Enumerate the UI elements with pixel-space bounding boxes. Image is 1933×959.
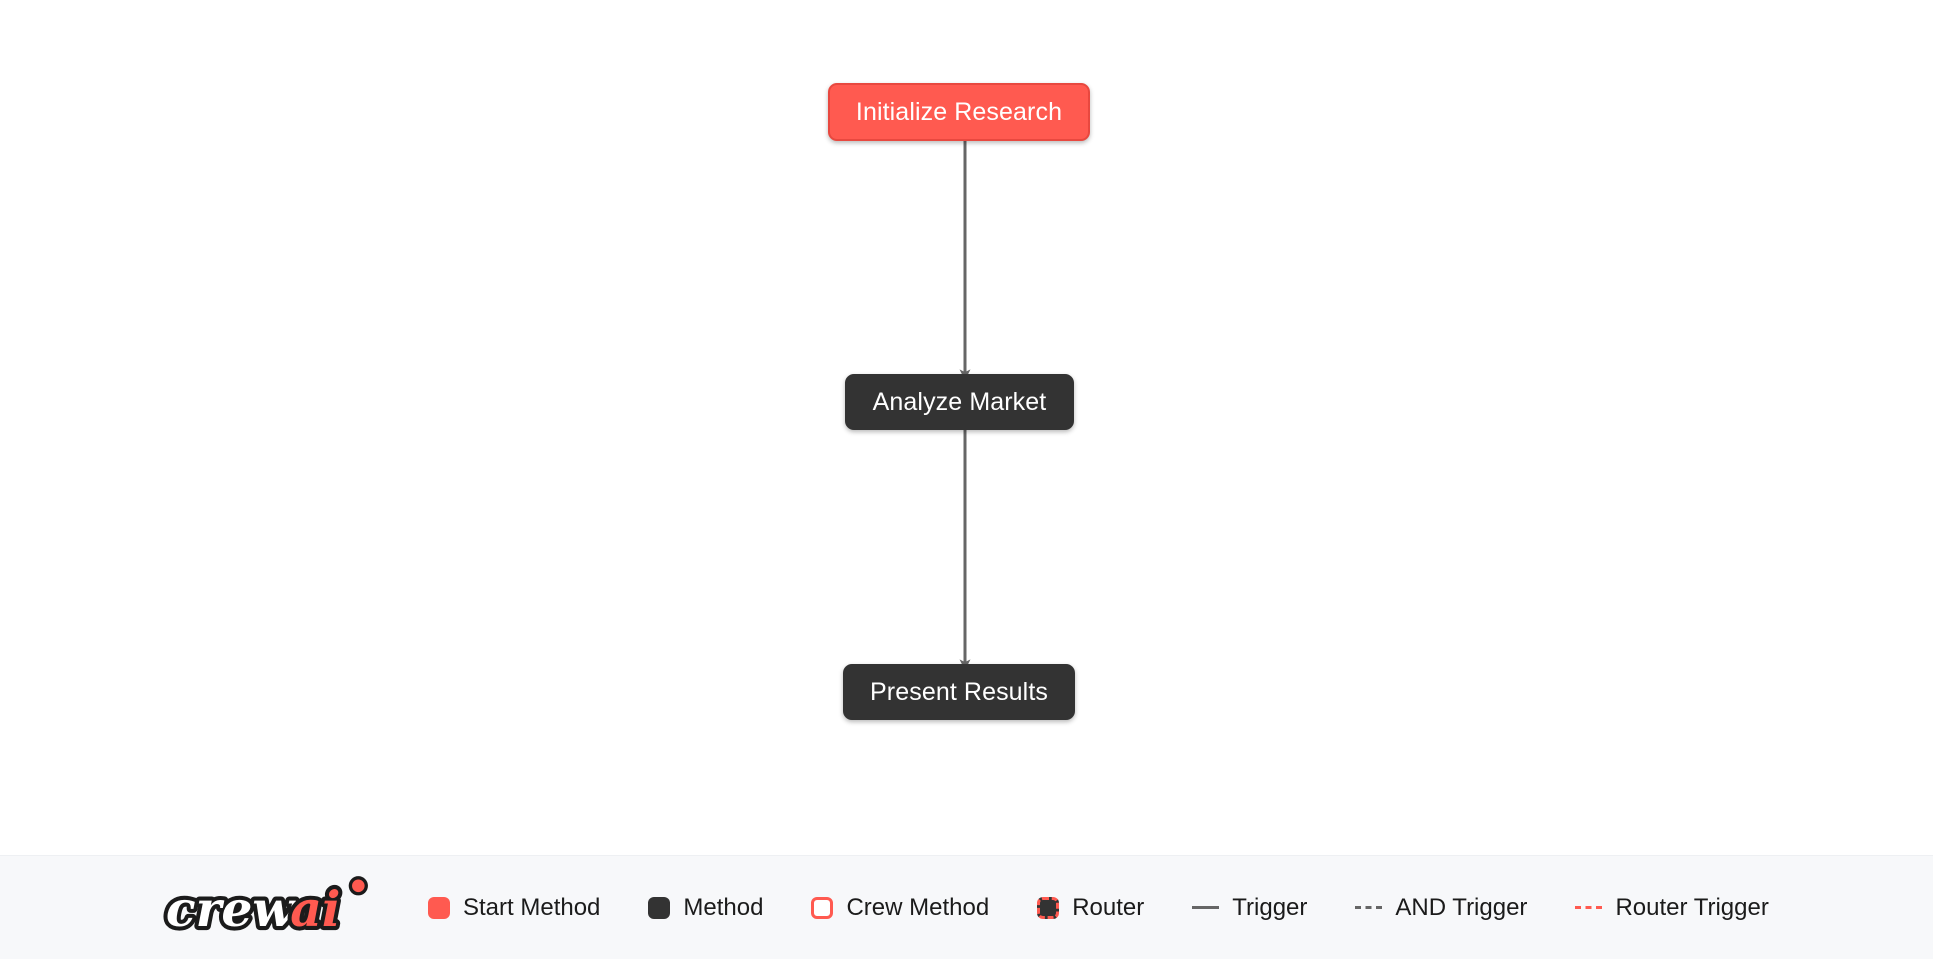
crewai-logo-crew: crew: [166, 879, 297, 937]
legend-item-crew-method: Crew Method: [811, 893, 990, 921]
router-swatch-icon: [1037, 896, 1060, 919]
crew-method-swatch-icon: [811, 896, 834, 919]
legend-item-method: Method: [648, 893, 764, 921]
flow-node-initialize-research[interactable]: Initialize Research: [828, 83, 1090, 141]
and-trigger-line-icon: [1355, 906, 1383, 909]
flow-node-analyze-market[interactable]: Analyze Market: [845, 374, 1074, 430]
crewai-logo: crew crew ai ai: [162, 875, 368, 941]
legend-label: Trigger: [1232, 893, 1308, 921]
legend-label: Method: [683, 893, 764, 921]
crewai-logo-ai: ai: [290, 879, 340, 937]
router-trigger-line-icon: [1575, 906, 1603, 909]
legend-label: Start Method: [463, 893, 601, 921]
crewai-logo-outline: crew: [166, 879, 297, 937]
start-method-swatch-icon: [428, 896, 450, 919]
legend-item-and-trigger: AND Trigger: [1355, 893, 1528, 921]
flow-node-label: Present Results: [870, 677, 1048, 706]
legend-label: Crew Method: [846, 893, 990, 921]
legend-items: Start Method Method Crew Method Router T…: [428, 893, 1769, 921]
legend-label: AND Trigger: [1395, 893, 1528, 921]
flow-node-present-results[interactable]: Present Results: [843, 664, 1075, 720]
trigger-line-icon: [1192, 906, 1220, 909]
flow-node-label: Analyze Market: [872, 387, 1047, 416]
crewai-logo-dot: [352, 879, 365, 892]
method-swatch-icon: [648, 896, 671, 919]
crewai-logo-accent-outline: ai: [290, 879, 340, 937]
legend-label: Router: [1072, 893, 1145, 921]
legend-item-start-method: Start Method: [428, 893, 601, 921]
legend-item-router: Router: [1037, 893, 1145, 921]
legend-label: Router Trigger: [1615, 893, 1769, 921]
legend-item-router-trigger: Router Trigger: [1575, 893, 1769, 921]
flow-node-label: Initialize Research: [855, 97, 1063, 126]
flow-canvas[interactable]: Initialize Research Analyze Market Prese…: [0, 0, 1933, 855]
legend-bar: crew crew ai ai Start Method Method Crew…: [0, 855, 1933, 959]
legend-item-trigger: Trigger: [1192, 893, 1308, 921]
